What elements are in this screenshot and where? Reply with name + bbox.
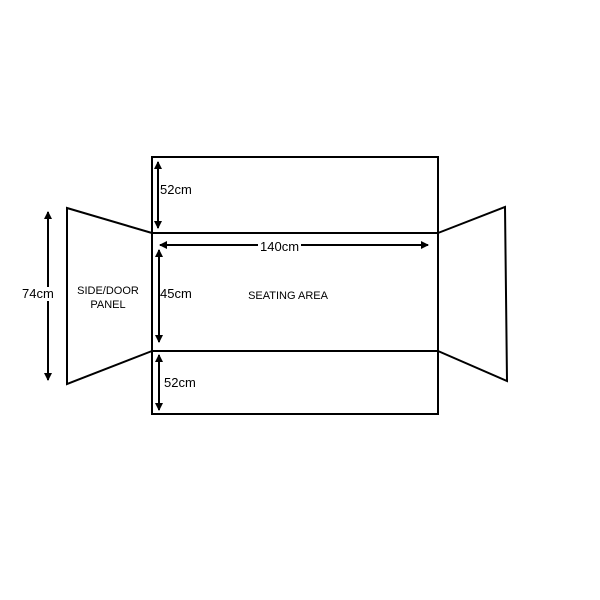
top-depth-label: 52cm xyxy=(160,182,192,197)
seat-depth-label: 45cm xyxy=(160,286,192,301)
panel-height-label: 74cm xyxy=(22,286,54,301)
side-panel-label: SIDE/DOOR PANEL xyxy=(72,284,144,312)
right-side-panel xyxy=(437,205,509,383)
side-panel-label-line1: SIDE/DOOR xyxy=(77,285,139,297)
width-label: 140cm xyxy=(258,239,302,254)
seating-area-label: SEATING AREA xyxy=(248,290,328,302)
side-panel-label-line2: PANEL xyxy=(90,299,126,311)
left-side-panel xyxy=(66,206,153,386)
bottom-depth-label: 52cm xyxy=(164,375,196,390)
